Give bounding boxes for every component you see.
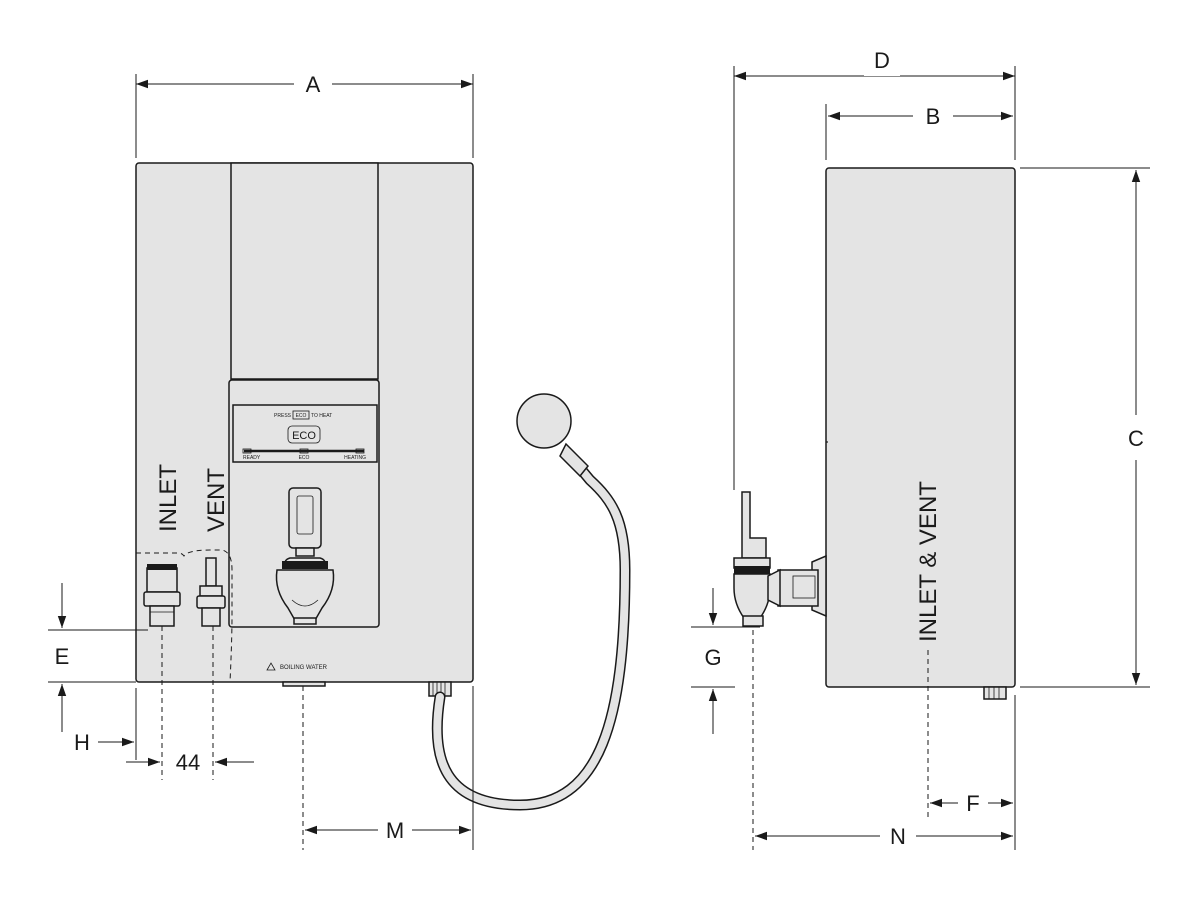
- spray-hose: [431, 393, 631, 811]
- dimension-b: B: [926, 104, 941, 129]
- indicator-heating-text: HEATING: [344, 455, 366, 461]
- tap-front[interactable]: [275, 487, 335, 625]
- boiling-water-text: BOILING WATER: [280, 665, 328, 671]
- warning-icon: [266, 662, 276, 671]
- eco-button[interactable]: [287, 425, 321, 444]
- dimension-m: M: [386, 818, 404, 843]
- front-view: PRESS ECO TO HEAT ECO READY ECO HEATING: [135, 162, 474, 697]
- press-key-text: ECO: [296, 413, 307, 419]
- indicator-eco-text: ECO: [299, 455, 310, 461]
- press-suffix-text: TO HEAT: [311, 413, 332, 419]
- spray-handset-icon: [516, 393, 572, 449]
- dimension-c: C: [1128, 426, 1144, 451]
- tap-side-lever[interactable]: [741, 491, 767, 559]
- side-dimensions: D B C G F N: [691, 48, 1150, 850]
- front-upper-panel: [230, 162, 379, 380]
- indicator-ready-text: READY: [243, 455, 261, 461]
- cable-gland-side: [983, 686, 1007, 700]
- dimension-d: D: [874, 48, 890, 73]
- side-view: INLET & VENT: [733, 167, 1016, 700]
- vent-connector: [196, 557, 226, 627]
- connector-enclosure: [136, 549, 233, 683]
- dimension-a: A: [306, 72, 321, 97]
- control-panel: PRESS ECO TO HEAT ECO READY ECO HEATING: [232, 404, 378, 463]
- tap-lever[interactable]: [288, 487, 322, 549]
- vent-label: VENT: [203, 468, 230, 532]
- side-body: [825, 167, 1016, 688]
- press-key-box: [292, 410, 310, 420]
- eco-button-label: ECO: [292, 430, 316, 442]
- dimension-44: 44: [176, 750, 200, 775]
- dimension-e: E: [55, 644, 70, 669]
- inlet-and-vent-label: INLET & VENT: [915, 481, 942, 642]
- dimension-h: H: [74, 730, 90, 755]
- dimension-n: N: [890, 824, 906, 849]
- inlet-connector: [143, 564, 181, 627]
- front-dimensions: A E H 44 M: [48, 72, 474, 850]
- tap-side[interactable]: [733, 491, 781, 627]
- display-window: [232, 404, 378, 463]
- press-prefix-text: PRESS: [274, 413, 292, 419]
- dimension-f: F: [966, 791, 979, 816]
- dimension-g: G: [704, 645, 721, 670]
- inlet-label: INLET: [155, 464, 182, 532]
